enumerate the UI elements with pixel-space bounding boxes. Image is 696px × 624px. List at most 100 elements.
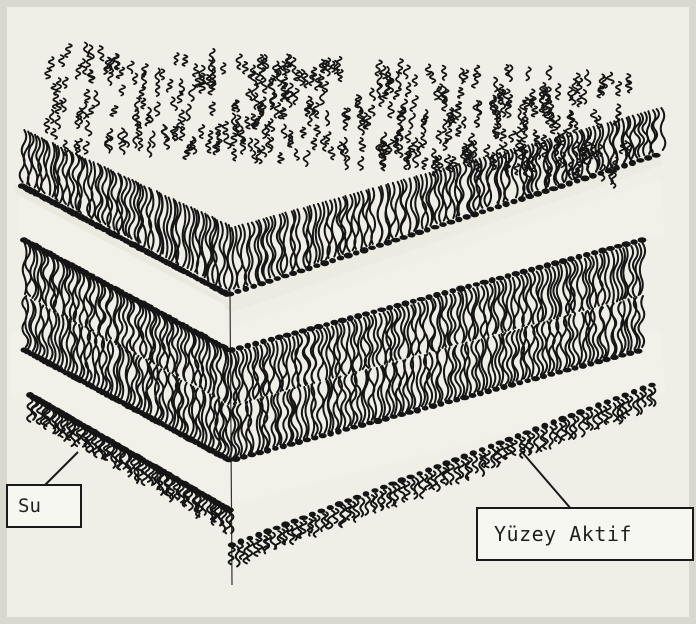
surfactant-head <box>371 310 378 315</box>
surfactant-head <box>291 330 299 335</box>
surfactant-head <box>226 292 235 297</box>
surfactant-head <box>470 450 477 456</box>
surfactant-head <box>431 225 440 229</box>
surfactant-head <box>516 380 523 385</box>
surfactant-head <box>522 430 531 435</box>
surfactant-head <box>638 237 647 243</box>
surfactant-head <box>631 389 637 395</box>
surfactant-head <box>622 393 629 398</box>
surfactant-head <box>622 241 631 247</box>
surfactant-head <box>485 388 492 394</box>
surfactant-head <box>373 418 382 424</box>
surfactant-head <box>477 391 484 397</box>
surfactant-head <box>299 328 307 333</box>
surfactant-head <box>433 464 441 469</box>
surfactant-head <box>465 284 472 289</box>
surfactant-head <box>414 407 421 413</box>
surfactant-head <box>439 222 447 227</box>
surfactant-head <box>500 384 507 390</box>
surfactant-head <box>319 433 327 438</box>
surfactant-head <box>272 446 279 451</box>
surfactant-head <box>505 437 514 442</box>
surfactant-head <box>541 423 548 429</box>
surfactant-head <box>455 217 462 223</box>
surfactant-head <box>510 199 517 204</box>
surfactant-head <box>463 214 471 220</box>
surfactant-head <box>360 247 369 253</box>
surfactant-head <box>353 250 360 255</box>
surfactant-head <box>581 175 590 181</box>
surfactant-head <box>470 211 479 217</box>
surfactant-head <box>415 230 424 236</box>
surfactant-head <box>257 281 266 286</box>
surfactant-head <box>391 238 400 243</box>
water-label-text: Su <box>18 495 41 517</box>
surfactant-head <box>354 313 362 319</box>
surfactant-head <box>228 542 236 547</box>
surfactant-head <box>376 243 384 248</box>
surfactant-head <box>583 252 591 258</box>
surfactant-head <box>305 265 313 271</box>
surfactant-head <box>228 347 235 353</box>
surfactant-head <box>287 442 296 447</box>
surfactant-head <box>460 395 469 400</box>
surfactant-head <box>265 279 273 284</box>
surfactant-head <box>390 414 398 419</box>
surfactant-head <box>629 160 636 166</box>
surfactant-head <box>327 505 334 510</box>
surfactant-head <box>264 447 271 453</box>
surfactant-head <box>636 158 644 163</box>
surfactant-head <box>551 419 557 425</box>
surfactant-head <box>563 368 572 373</box>
surfactant-head <box>606 246 615 251</box>
surfactant-head <box>579 363 587 369</box>
surfactant-head <box>280 443 287 449</box>
surfactant-head <box>469 393 477 398</box>
surfactant-head <box>479 209 486 214</box>
surfactant-head <box>386 305 393 310</box>
surfactant-head <box>380 485 388 490</box>
surfactant-head <box>488 444 494 449</box>
surfactant-head <box>318 509 326 514</box>
surfactant-head <box>597 171 604 176</box>
surfactant-head <box>399 235 407 240</box>
surfactant-head <box>240 454 248 460</box>
surfactant-head <box>353 495 362 500</box>
surfactant-head <box>551 260 560 266</box>
surfactant-head <box>388 482 397 486</box>
surfactant-head <box>350 425 358 430</box>
surfactant-head <box>589 173 597 179</box>
surfactant-head <box>327 431 334 437</box>
surfactant-head <box>508 382 516 388</box>
surfactant-head <box>461 454 469 460</box>
surfactant-head <box>613 396 620 401</box>
surfactant-head <box>309 512 316 518</box>
surfactant-head <box>559 258 568 264</box>
surfactant-head <box>549 186 558 191</box>
surfactant-head <box>492 387 499 392</box>
surfactant-head <box>417 471 423 476</box>
surfactant-head <box>398 477 407 483</box>
surfactant-head <box>505 273 512 279</box>
surfactant-head <box>618 353 626 358</box>
surfactant-head <box>479 447 486 452</box>
surfactant-head <box>281 521 290 527</box>
surfactant-head <box>605 168 613 174</box>
surfactant-head <box>547 372 555 377</box>
surfactant-head <box>598 248 606 254</box>
surfactant-head <box>433 292 441 298</box>
surfactant-head <box>555 370 563 375</box>
surfactant-head <box>566 180 573 186</box>
surfactant-head <box>410 299 417 304</box>
surfactant-head <box>263 528 272 534</box>
surfactant-head <box>542 188 550 194</box>
surfactant-head <box>255 532 262 538</box>
surfactant-head <box>572 365 579 370</box>
surfactant-head <box>495 204 502 209</box>
surfactant-head <box>520 269 528 275</box>
surfactant-head <box>525 378 531 383</box>
surfactant-head <box>445 399 453 404</box>
surfactant-head <box>426 294 433 300</box>
surfactant-head <box>626 350 634 356</box>
surfactant-head <box>526 194 535 199</box>
